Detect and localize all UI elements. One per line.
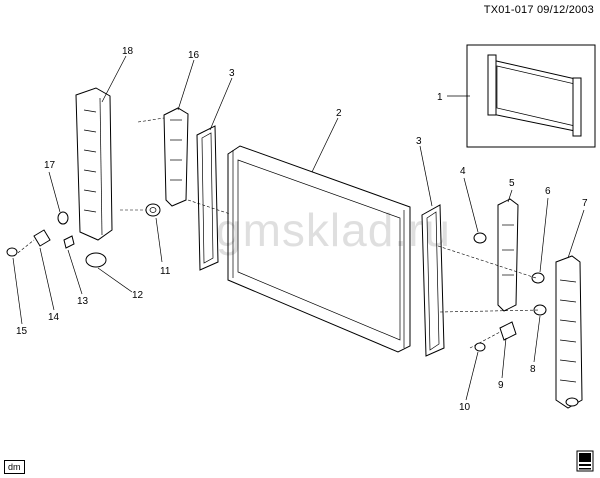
inset-overview [466,44,596,148]
callout-3-left: 3 [229,68,235,79]
callout-1: 1 [437,92,443,103]
callout-8: 8 [530,364,536,375]
callout-3-right: 3 [416,136,422,147]
callout-2: 2 [336,108,342,119]
callout-18: 18 [122,46,134,57]
side-seal-left [196,125,219,271]
callout-7: 7 [582,198,588,209]
dm-tag: dm [4,460,25,474]
leader-lines [12,55,585,401]
corner-logo-icon [576,450,594,472]
alignment-lines [13,117,541,349]
drawing-code: TX01-017 09/12/2003 [483,4,594,16]
callout-4: 4 [460,166,466,177]
callout-10: 10 [459,402,471,413]
left-tank [75,87,113,241]
left-oil-cooler [163,107,189,207]
callout-16: 16 [188,50,200,61]
callout-11: 11 [160,266,171,277]
callout-13: 13 [77,296,89,307]
callout-5: 5 [509,178,515,189]
side-seal-right [421,204,445,357]
right-tank [555,255,583,409]
right-oil-cooler [497,198,519,312]
callout-15: 15 [16,326,28,337]
callout-12: 12 [132,290,144,301]
small-parts [6,203,547,352]
radiator-core [227,145,411,353]
callout-9: 9 [498,380,504,391]
watermark-text: gmsklad.ru [216,204,451,256]
callout-17: 17 [44,160,56,171]
callout-labels: 1 2 3 3 4 5 6 7 8 9 10 11 12 13 14 15 16… [16,46,588,413]
callout-6: 6 [545,186,551,197]
callout-14: 14 [48,312,60,323]
